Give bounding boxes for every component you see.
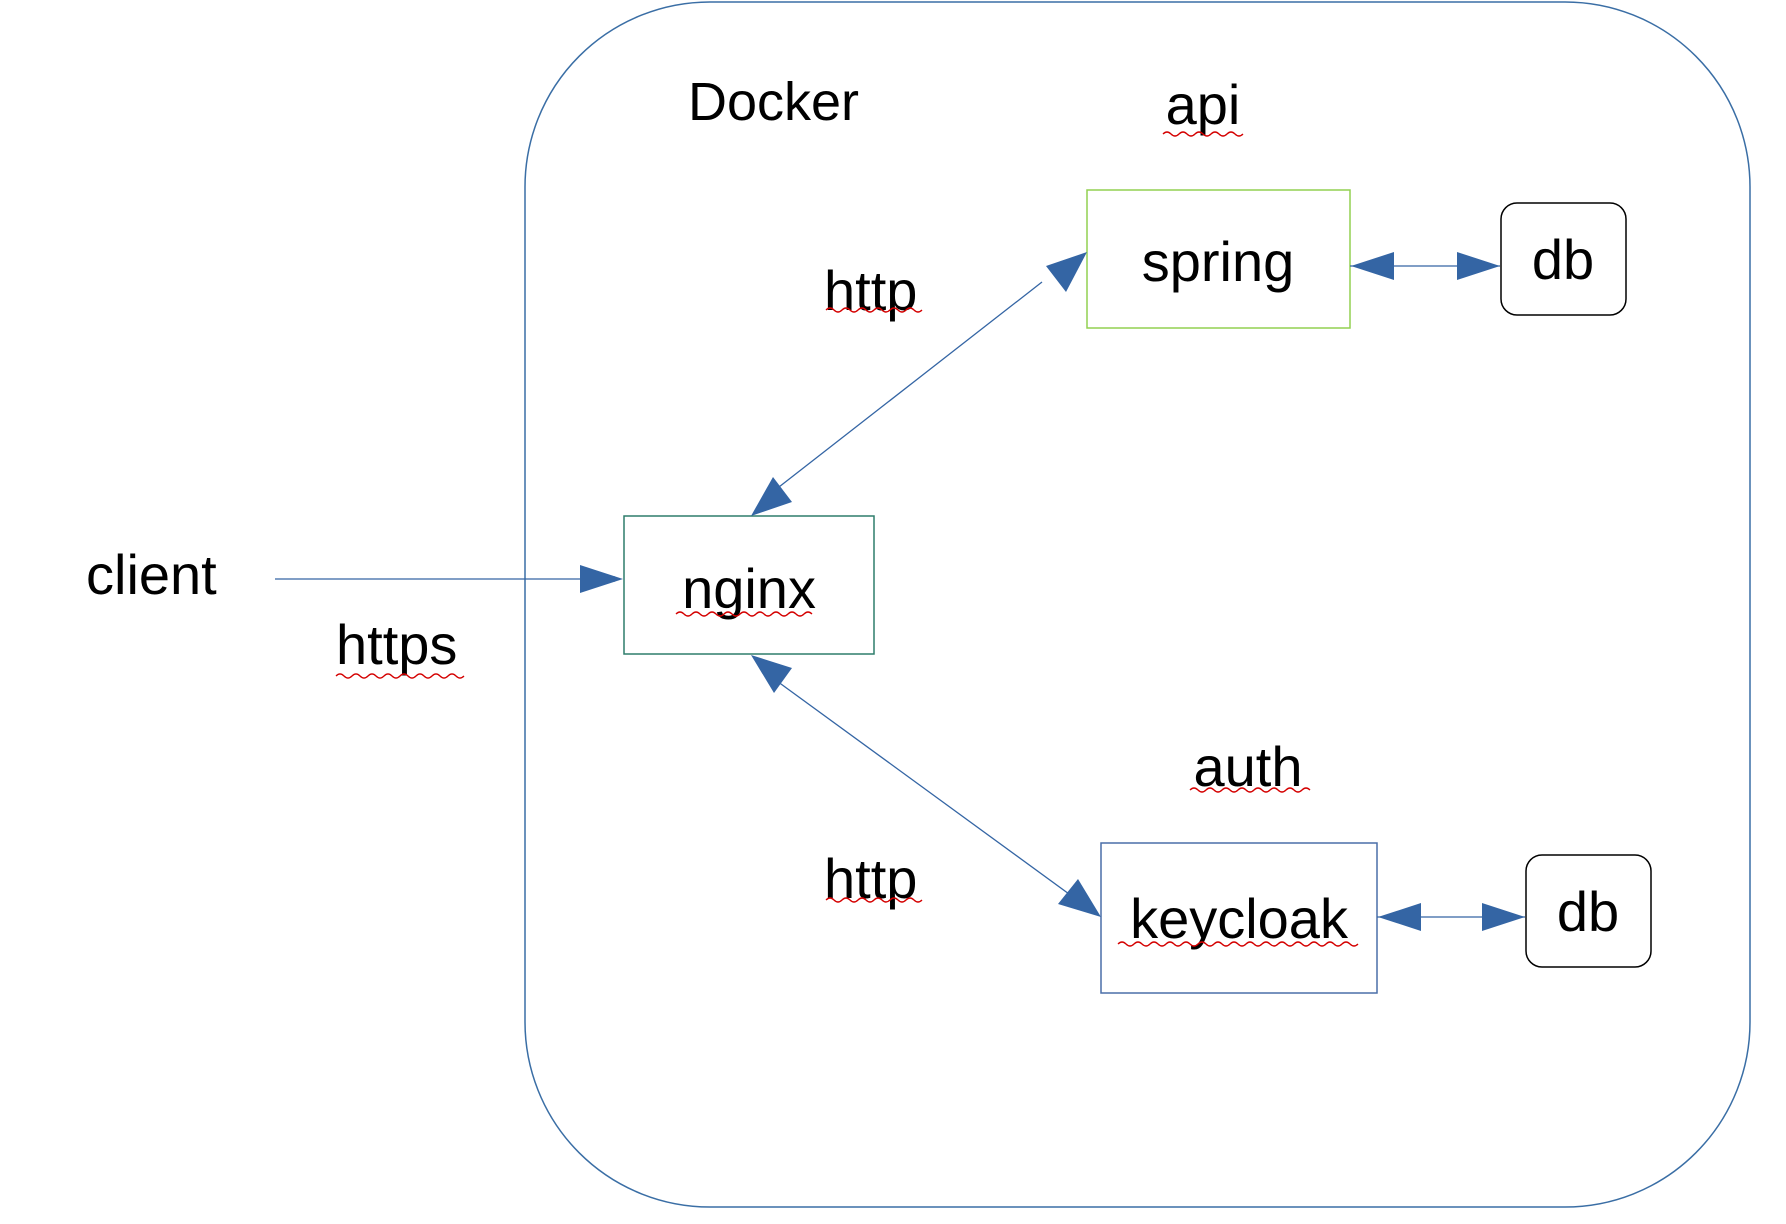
keycloak-db-arrowhead-keycloak bbox=[1378, 903, 1421, 931]
spring-label: spring bbox=[1142, 230, 1295, 293]
spring-db-box bbox=[1500, 202, 1627, 316]
nginx-box bbox=[623, 515, 875, 655]
spring-db-arrowhead-db bbox=[1457, 252, 1500, 280]
nginx-label: nginx bbox=[682, 557, 816, 620]
client-label: client bbox=[86, 543, 217, 606]
docker-container bbox=[524, 1, 1751, 1208]
http-bottom-spellcheck-mark bbox=[825, 897, 923, 903]
auth-spellcheck-mark bbox=[1189, 787, 1311, 793]
https-spellcheck-mark bbox=[335, 673, 465, 679]
keycloak-db-box bbox=[1525, 854, 1652, 968]
keycloak-label: keycloak bbox=[1130, 887, 1349, 950]
nginx-spring-edge bbox=[769, 281, 1043, 495]
https-edge-label: https bbox=[336, 613, 457, 676]
nginx-keycloak-arrowhead-keycloak bbox=[1058, 879, 1101, 917]
nginx-spring-arrowhead-spring bbox=[1046, 252, 1087, 292]
http-edge-label-bottom: http bbox=[824, 847, 917, 910]
api-spellcheck-mark bbox=[1162, 131, 1244, 137]
spring-db-label: db bbox=[1532, 228, 1594, 291]
nginx-spellcheck-mark bbox=[675, 611, 813, 617]
spring-box bbox=[1086, 189, 1351, 329]
nginx-keycloak-arrowhead-nginx bbox=[751, 655, 792, 693]
spring-db-arrowhead-spring bbox=[1351, 252, 1394, 280]
auth-group-label: auth bbox=[1194, 735, 1303, 798]
nginx-spring-arrowhead-nginx bbox=[751, 477, 792, 516]
keycloak-db-arrowhead-db bbox=[1482, 903, 1525, 931]
http-top-spellcheck-mark bbox=[825, 307, 923, 313]
keycloak-box bbox=[1100, 842, 1378, 994]
docker-title: Docker bbox=[688, 72, 859, 132]
keycloak-db-label: db bbox=[1557, 880, 1619, 943]
keycloak-spellcheck-mark bbox=[1117, 941, 1359, 947]
nginx-keycloak-edge bbox=[769, 675, 1081, 903]
client-nginx-arrowhead bbox=[580, 565, 623, 593]
api-group-label: api bbox=[1166, 73, 1241, 136]
